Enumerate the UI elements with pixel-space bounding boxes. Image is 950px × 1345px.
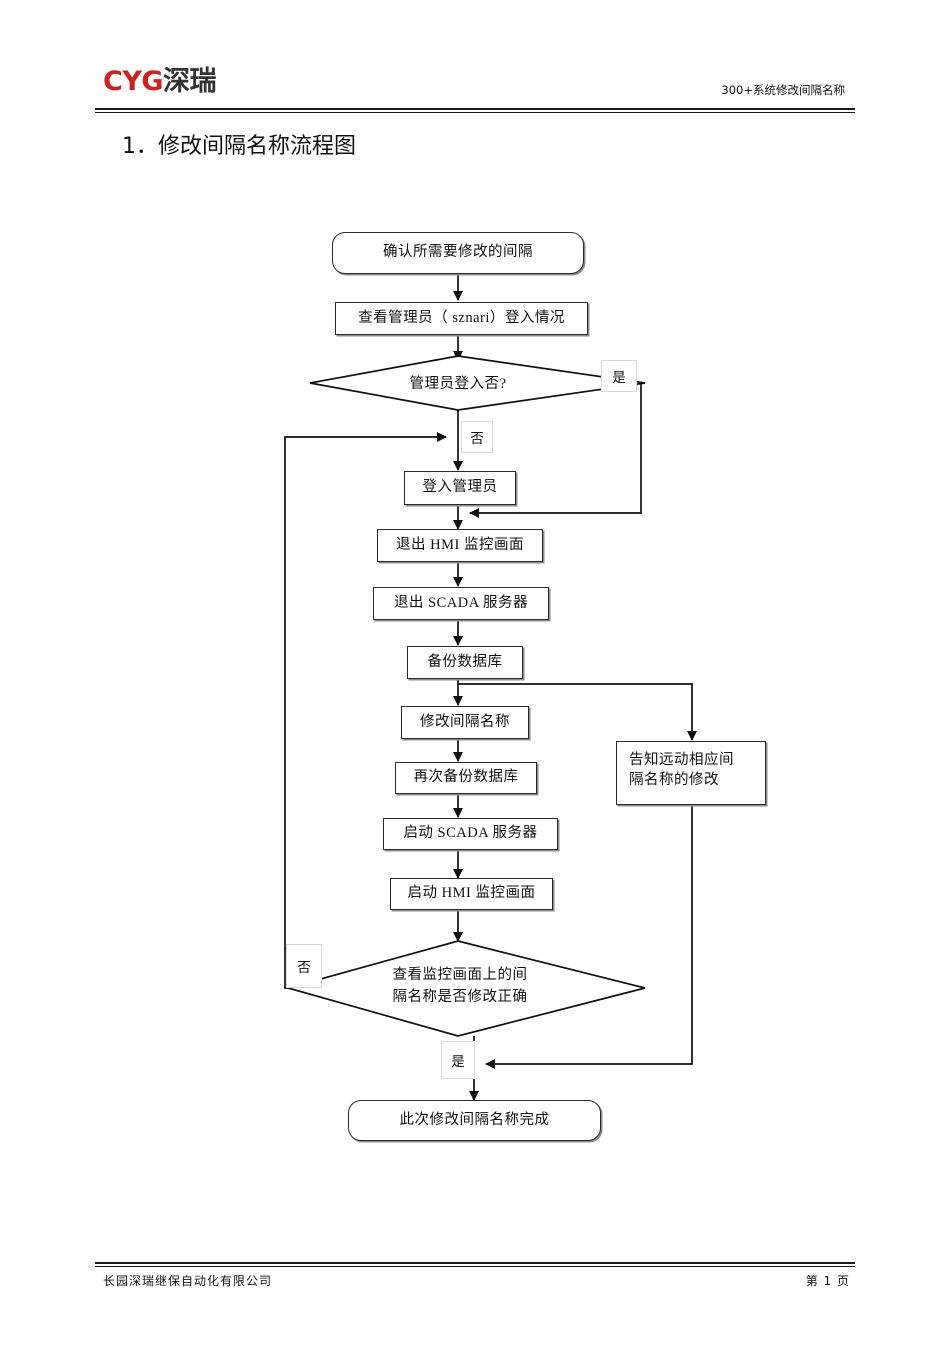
flow-node-backup-db[interactable]: 备份数据库 <box>407 646 523 679</box>
flow-node-check-admin[interactable]: 查看管理员（ sznari）登入情况 <box>335 302 588 335</box>
flow-node-exit-scada-label: 退出 SCADA 服务器 <box>393 594 529 611</box>
flow-node-backup-db-label: 备份数据库 <box>427 653 503 670</box>
flow-node-exit-hmi[interactable]: 退出 HMI 监控画面 <box>377 529 543 562</box>
flow-node-start-hmi[interactable]: 启动 HMI 监控画面 <box>390 878 553 910</box>
flow-node-notify-telecontrol-line2: 隔名称的修改 <box>629 771 719 788</box>
flow-node-rename-bay-label: 修改间隔名称 <box>420 713 510 730</box>
flow-node-login-admin[interactable]: 登入管理员 <box>404 471 516 505</box>
flow-node-start-scada[interactable]: 启动 SCADA 服务器 <box>383 818 558 850</box>
page-header: CYG深瑞 300+系统修改间隔名称 <box>95 60 855 110</box>
footer-divider <box>95 1262 855 1267</box>
flow-node-backup-db-again-label: 再次备份数据库 <box>413 769 519 786</box>
flow-node-check-admin-label: 查看管理员（ sznari）登入情况 <box>358 309 565 326</box>
flow-node-rename-bay[interactable]: 修改间隔名称 <box>401 706 529 739</box>
flow-node-backup-db-again[interactable]: 再次备份数据库 <box>395 762 537 794</box>
branch-label-admin-yes: 是 <box>601 360 637 392</box>
flow-node-start[interactable]: 确认所需要修改的间隔 <box>332 232 584 274</box>
footer-page-number: 第 1 页 <box>805 1274 850 1288</box>
company-logo: CYG深瑞 <box>103 66 217 97</box>
page-title: 1．修改间隔名称流程图 <box>122 134 356 159</box>
branch-label-verify-yes: 是 <box>441 1041 475 1079</box>
flow-node-exit-hmi-label: 退出 HMI 监控画面 <box>396 536 524 553</box>
flow-node-login-admin-label: 登入管理员 <box>422 479 498 496</box>
flow-node-start-label: 确认所需要修改的间隔 <box>383 244 533 261</box>
flow-node-notify-telecontrol-line1: 告知远动相应间 <box>629 752 734 768</box>
flow-node-start-hmi-label: 启动 HMI 监控画面 <box>407 885 536 902</box>
logo-mark-text: CYG <box>103 66 164 97</box>
header-doc-reference: 300+系统修改间隔名称 <box>721 83 845 97</box>
header-divider <box>95 108 855 113</box>
logo-name-text: 深瑞 <box>163 66 217 97</box>
flow-node-exit-scada[interactable]: 退出 SCADA 服务器 <box>373 587 549 620</box>
flow-node-notify-telecontrol[interactable]: 告知远动相应间 隔名称的修改 <box>616 741 766 805</box>
flow-node-start-scada-label: 启动 SCADA 服务器 <box>403 825 538 842</box>
branch-label-admin-no: 否 <box>461 421 493 453</box>
footer-company: 长园深瑞继保自动化有限公司 <box>103 1274 273 1288</box>
branch-label-verify-no: 否 <box>286 944 322 988</box>
flow-node-end-label: 此次修改间隔名称完成 <box>399 1111 550 1128</box>
flow-node-end[interactable]: 此次修改间隔名称完成 <box>348 1100 601 1141</box>
